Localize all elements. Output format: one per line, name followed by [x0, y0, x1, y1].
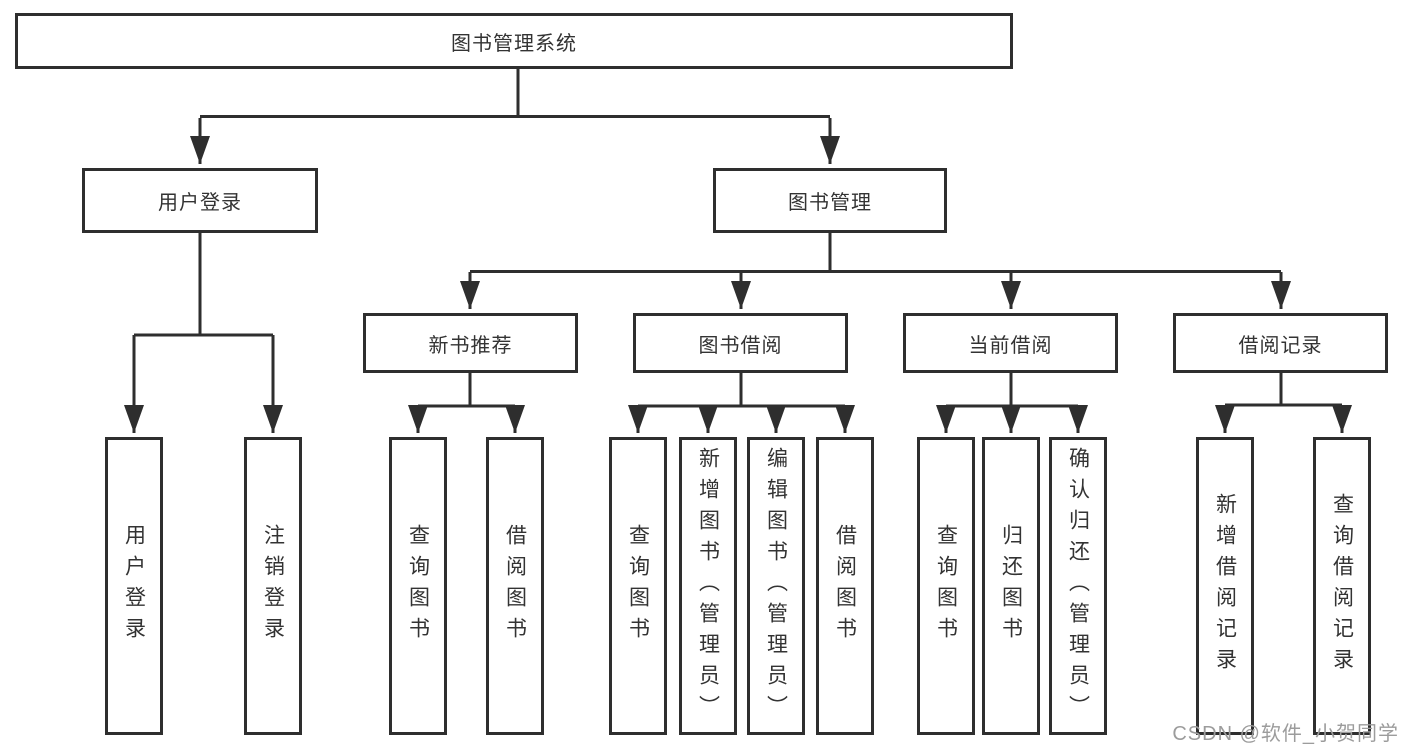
node-label: 图书借阅 — [698, 334, 783, 357]
leaf-query-borrow-record: 查询借阅记录 — [1313, 437, 1371, 735]
node-label: 用户登录 — [158, 192, 242, 214]
leaf-label: 查询图书 — [934, 524, 958, 648]
leaf-label: 编辑图书（管理员） — [764, 446, 788, 726]
leaf-label: 新增图书（管理员） — [696, 446, 720, 726]
leaf-confirm-return-admin: 确认归还（管理员） — [1049, 437, 1107, 735]
leaf-label: 用户登录 — [122, 524, 146, 648]
leaf-add-books-admin: 新增图书（管理员） — [679, 437, 737, 735]
leaf-label: 注销登录 — [261, 524, 285, 648]
leaf-query-books: 查询图书 — [609, 437, 667, 735]
node-user-login: 用户登录 — [82, 168, 318, 233]
leaf-borrow-books: 借阅图书 — [816, 437, 874, 735]
node-label: 图书管理 — [788, 192, 872, 214]
leaf-query-books: 查询图书 — [389, 437, 447, 735]
leaf-user-login: 用户登录 — [105, 437, 163, 735]
leaf-label: 新增借阅记录 — [1213, 493, 1237, 679]
node-book-borrowing: 图书借阅 — [633, 313, 848, 373]
leaf-logout: 注销登录 — [244, 437, 302, 735]
leaf-label: 归还图书 — [999, 524, 1023, 648]
leaf-label: 借阅图书 — [833, 524, 857, 648]
node-label: 新书推荐 — [428, 334, 513, 357]
node-label: 当前借阅 — [968, 334, 1053, 357]
leaf-label: 查询借阅记录 — [1330, 493, 1354, 679]
leaf-label: 确认归还（管理员） — [1066, 446, 1090, 726]
leaf-label: 借阅图书 — [503, 524, 527, 648]
leaf-add-borrow-record: 新增借阅记录 — [1196, 437, 1254, 735]
leaf-label: 查询图书 — [406, 524, 430, 648]
node-root-library-management-system: 图书管理系统 — [15, 13, 1013, 69]
leaf-borrow-books: 借阅图书 — [486, 437, 544, 735]
node-label: 借阅记录 — [1238, 334, 1323, 357]
node-book-management: 图书管理 — [713, 168, 947, 233]
leaf-return-books: 归还图书 — [982, 437, 1040, 735]
node-new-book-recommendation: 新书推荐 — [363, 313, 578, 373]
watermark: CSDN @软件_小贺同学 — [1172, 723, 1399, 745]
leaf-edit-books-admin: 编辑图书（管理员） — [747, 437, 805, 735]
node-borrowing-records: 借阅记录 — [1173, 313, 1388, 373]
leaf-label: 查询图书 — [626, 524, 650, 648]
node-label: 图书管理系统 — [451, 32, 577, 55]
node-current-borrowing: 当前借阅 — [903, 313, 1118, 373]
leaf-query-books: 查询图书 — [917, 437, 975, 735]
